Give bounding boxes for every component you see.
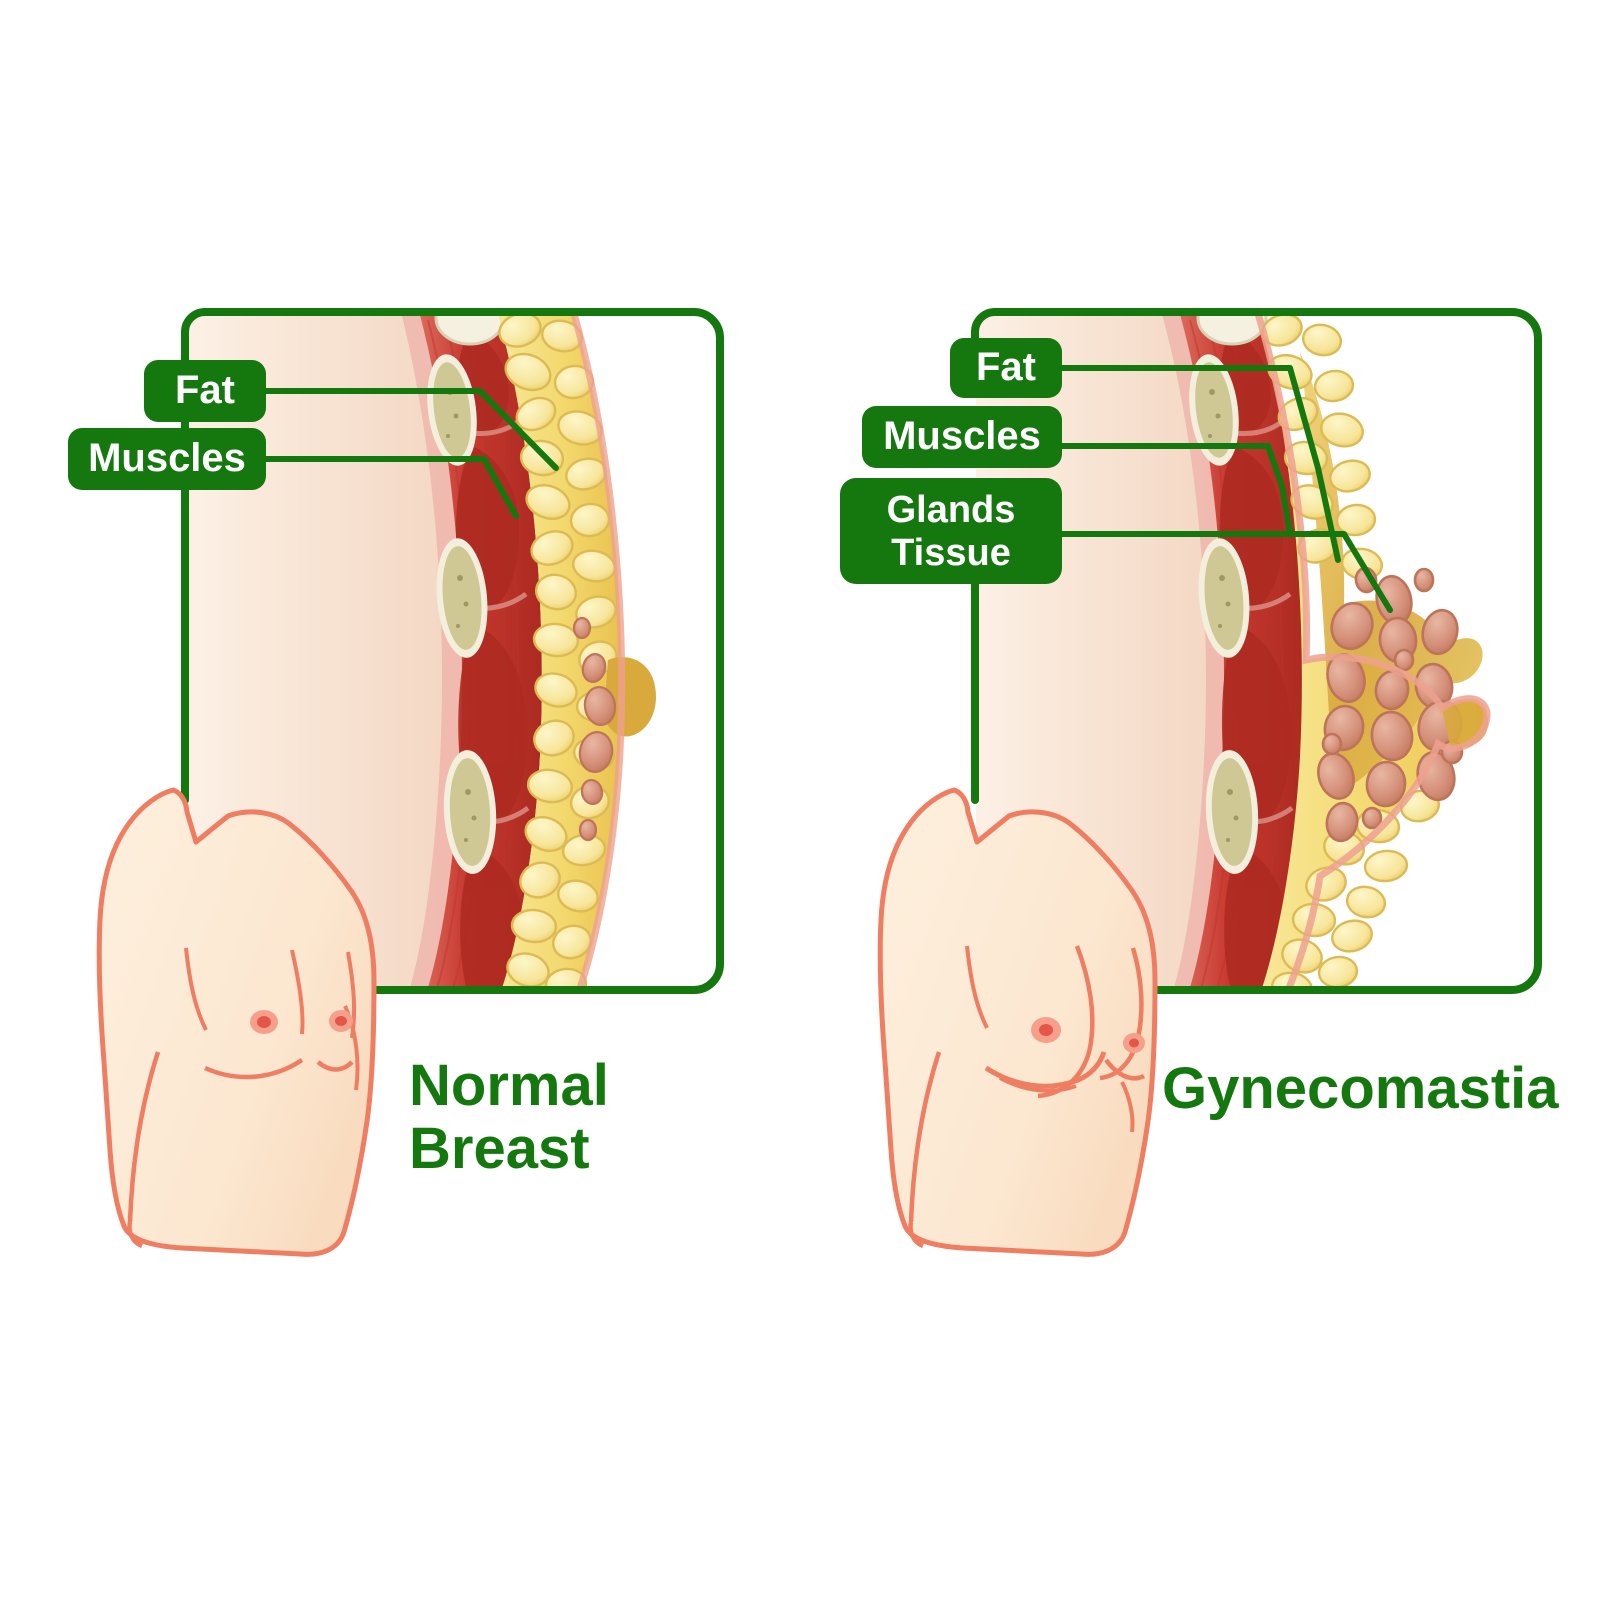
label-fat-right[interactable]: Fat	[950, 338, 1062, 398]
label-glands-line1: Glands	[887, 489, 1016, 531]
gyneco-panel-frame-group	[971, 308, 1542, 994]
ribs	[1189, 313, 1268, 874]
label-muscles-right[interactable]: Muscles	[862, 406, 1062, 468]
gynecomastia-torso	[877, 787, 1158, 1257]
label-muscles-left-text: Muscles	[88, 436, 246, 480]
label-fat-left[interactable]: Fat	[144, 360, 266, 422]
label-glands-right[interactable]: Glands Tissue	[840, 478, 1062, 584]
leader-line-fat	[1059, 365, 1341, 563]
label-glands-line2: Tissue	[891, 532, 1011, 574]
label-fat-left-text: Fat	[175, 368, 235, 412]
gynecomastia-title: Gynecomastia	[1162, 1056, 1559, 1121]
normal-breast-title-line2: Breast	[409, 1116, 590, 1181]
leader-line-muscles	[1059, 443, 1293, 537]
normal-torso	[96, 787, 377, 1257]
label-fat-right-text: Fat	[976, 345, 1036, 389]
normal-glands	[572, 616, 617, 842]
label-muscles-right-text: Muscles	[883, 414, 1041, 458]
leader-line-fat	[263, 388, 559, 471]
leader-line-muscles	[263, 456, 519, 519]
ribs	[427, 313, 506, 874]
leader-line-glands	[1059, 531, 1393, 613]
normal-breast-title-line1: Normal	[409, 1053, 609, 1118]
label-muscles-left[interactable]: Muscles	[68, 428, 266, 490]
